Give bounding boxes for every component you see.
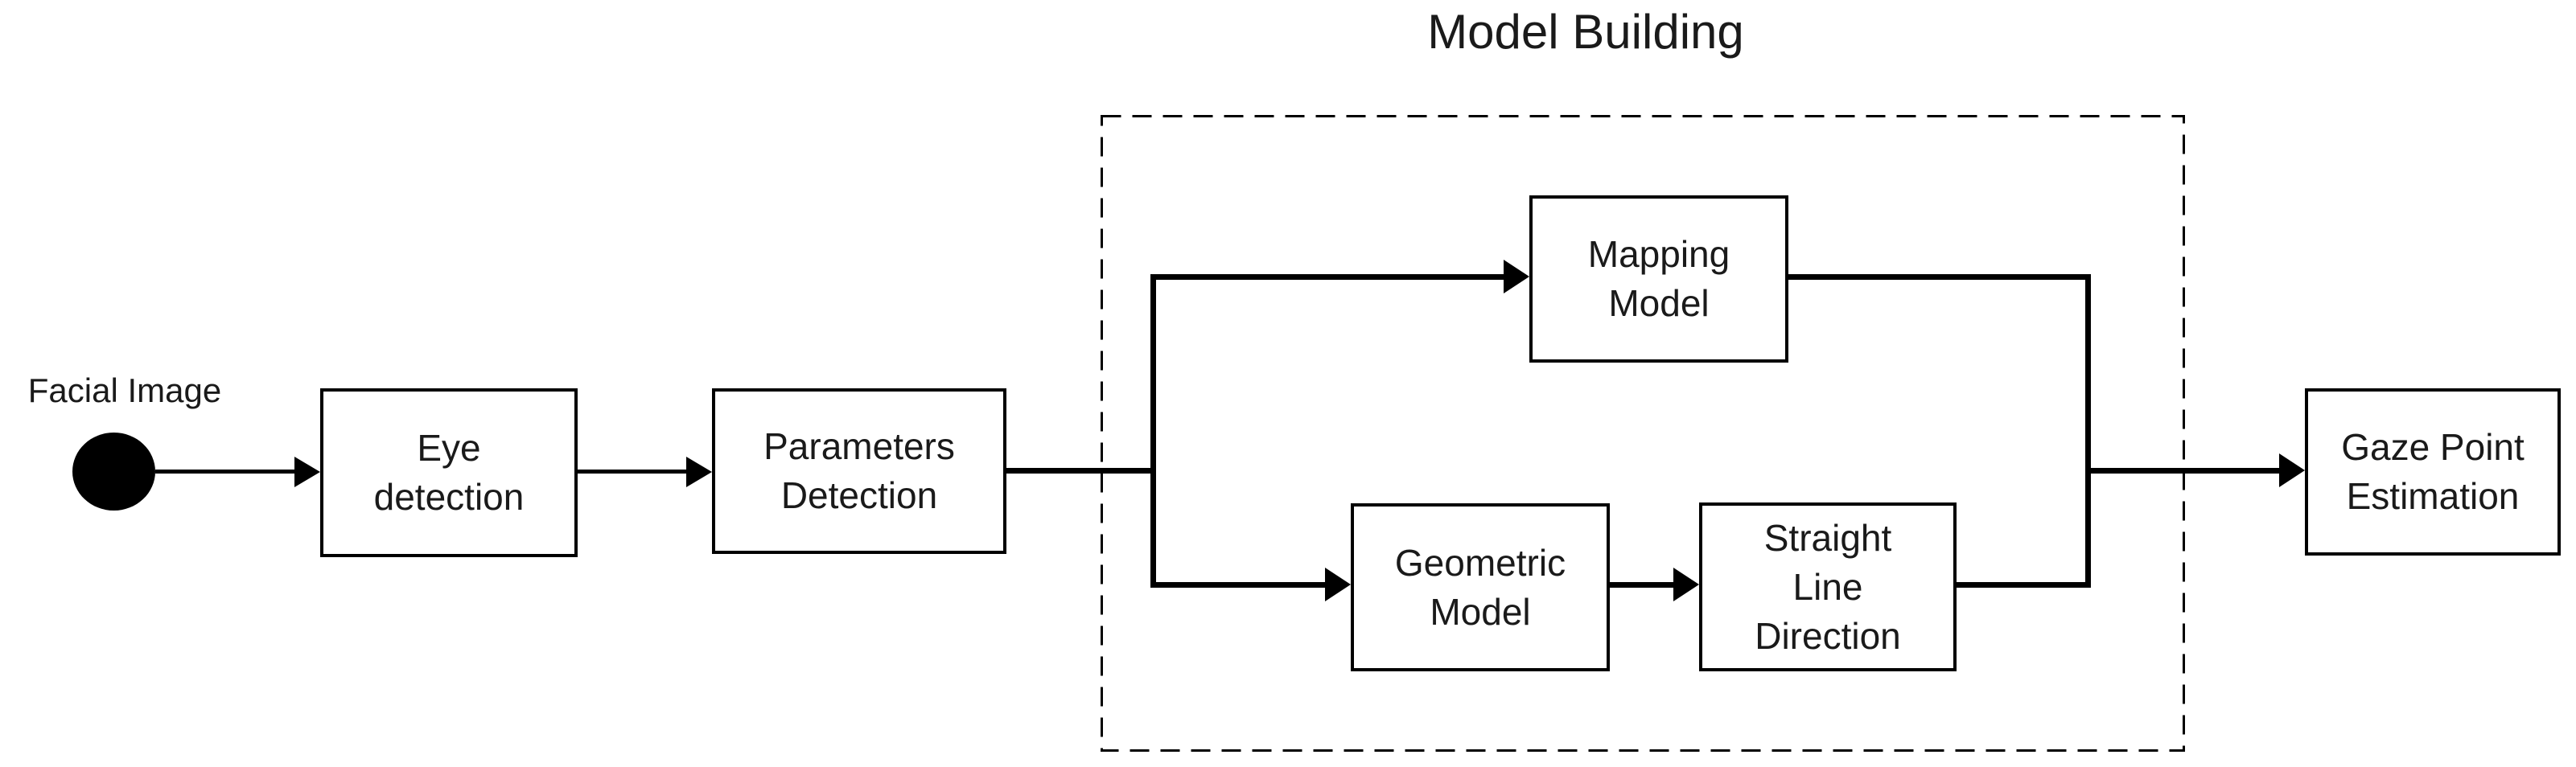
edge-start-to-eye-line bbox=[155, 470, 296, 474]
node-label-line: Model bbox=[1430, 590, 1531, 633]
arrowhead-icon bbox=[1504, 260, 1529, 293]
edge-parameters-to-split-line bbox=[1006, 468, 1155, 474]
arrowhead-icon bbox=[1673, 568, 1699, 601]
merge-branch-line bbox=[2085, 274, 2091, 588]
node-label-line: Mapping bbox=[1587, 233, 1730, 275]
model-building-group-title: Model Building bbox=[1427, 5, 1744, 59]
edge-geometric-to-straight-line bbox=[1609, 582, 1675, 588]
edge-split-to-mapping-line bbox=[1150, 274, 1505, 280]
arrowhead-icon bbox=[294, 457, 320, 487]
edge-split-to-geometric-line bbox=[1150, 582, 1327, 588]
arrowhead-icon bbox=[686, 457, 712, 487]
node-label-line: Straight bbox=[1763, 516, 1892, 559]
node-geometric-model: Geometric Model bbox=[1351, 503, 1610, 671]
arrowhead-icon bbox=[1325, 568, 1351, 601]
node-label-line: Direction bbox=[1755, 614, 1901, 657]
node-label-line: Eye bbox=[417, 427, 481, 469]
node-label-line: detection bbox=[373, 476, 525, 518]
edge-straight-to-merge-line bbox=[1957, 582, 2091, 588]
edge-eye-to-parameters-line bbox=[577, 470, 688, 474]
node-parameters-detection: Parameters Detection bbox=[712, 388, 1006, 554]
node-mapping-model: Mapping Model bbox=[1529, 195, 1788, 363]
split-branch-line bbox=[1150, 274, 1156, 588]
node-label-line: Detection bbox=[780, 474, 938, 516]
start-node-circle-icon bbox=[72, 433, 155, 511]
edge-mapping-to-merge-line bbox=[1788, 274, 2091, 280]
node-label-line: Gaze Point bbox=[2341, 426, 2525, 468]
node-label-line: Estimation bbox=[2346, 475, 2520, 517]
node-label-line: Parameters bbox=[763, 425, 955, 467]
node-label-line: Model bbox=[1608, 282, 1710, 324]
edge-merge-to-gaze-line bbox=[2085, 468, 2281, 474]
node-eye-detection: Eye detection bbox=[320, 388, 578, 557]
start-node-label: Facial Image bbox=[27, 371, 222, 409]
node-label-line: Geometric bbox=[1394, 541, 1566, 584]
arrowhead-icon bbox=[2279, 453, 2305, 487]
node-label-line: Line bbox=[1792, 565, 1863, 608]
node-straight-line-direction: Straight Line Direction bbox=[1699, 502, 1957, 671]
node-gaze-point-estimation: Gaze Point Estimation bbox=[2305, 388, 2561, 556]
